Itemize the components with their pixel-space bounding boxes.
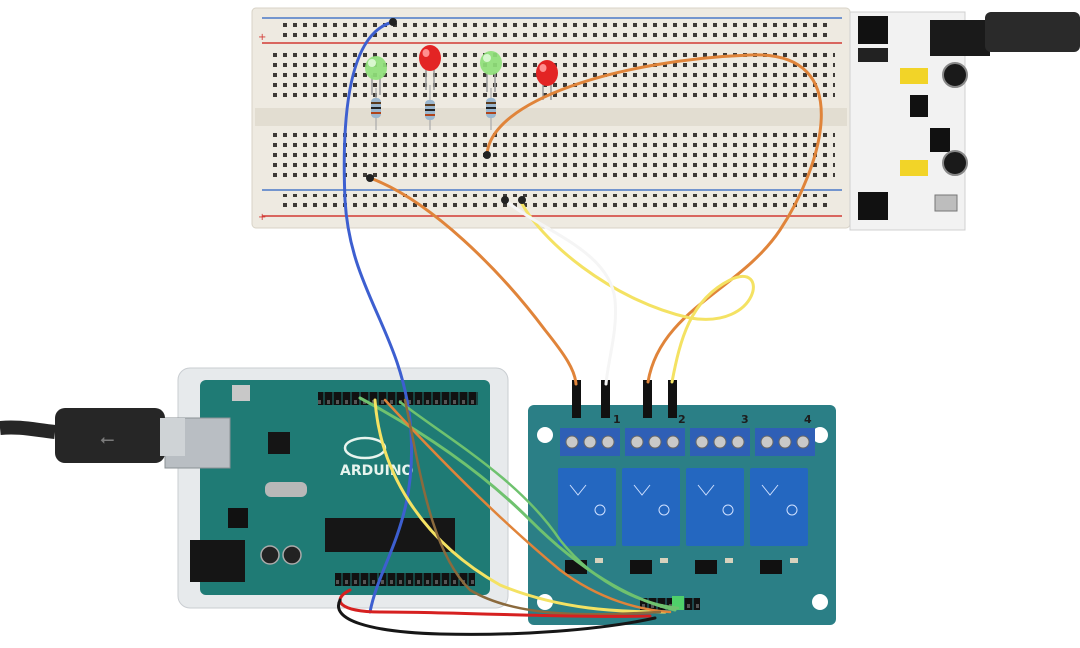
usb-cable: ⭠ [0, 408, 185, 463]
switch-bottom [858, 192, 888, 220]
relay-channel-label-1: 1 [613, 413, 621, 426]
resistor-1 [371, 88, 381, 130]
wire-red [338, 588, 652, 618]
mount-hole-br [812, 594, 828, 610]
usb-plug-housing [55, 408, 165, 463]
jumper-yellow-bottom [900, 160, 928, 176]
wire-yellow-2 [373, 398, 667, 614]
terminal-holes-lower [270, 132, 835, 182]
relay-channel-label-4: 4 [804, 413, 812, 426]
mount-hole-tl [537, 427, 553, 443]
relay-channel-label-3: 3 [741, 413, 749, 426]
regulator-bottom [930, 128, 950, 152]
wire-yellow [518, 198, 755, 384]
arduino-logo-text: ARDUINO [340, 463, 414, 479]
usb-chip [268, 432, 290, 454]
resistor-2 [425, 85, 435, 130]
switch-top [858, 16, 888, 44]
wire-orange-3 [383, 398, 672, 614]
relay-pcb [528, 405, 836, 625]
relay-body-1 [558, 468, 616, 546]
rail-holes-bottom [280, 194, 830, 203]
wire-orange-2 [485, 53, 823, 384]
rail-plus-top: + [258, 32, 266, 43]
dc-barrel-jack [190, 540, 245, 582]
capacitor-b [282, 545, 302, 565]
wire-green-2 [398, 400, 680, 610]
wire-brown [403, 398, 662, 616]
usb-symbol: ⭠ [100, 429, 114, 450]
wire-blue [342, 20, 414, 614]
rail-holes-bottom-2 [280, 203, 830, 212]
led-red-2 [536, 60, 558, 100]
header-top [858, 48, 888, 62]
dupont-connectors [572, 380, 677, 418]
optocouplers [565, 560, 782, 574]
usb-mini-port [934, 194, 958, 212]
crystal [265, 482, 307, 497]
breadboard-wire-pins [366, 18, 526, 204]
center-channel [255, 108, 847, 126]
wire-orange-1 [368, 176, 578, 386]
breadboard-power-module [849, 11, 1080, 231]
mount-hole-tr [812, 427, 828, 443]
relay-body-2 [622, 468, 680, 546]
analog-header [335, 573, 475, 586]
led-resistor-row [365, 45, 558, 130]
relay-body-markings [569, 484, 798, 516]
terminal-screws [565, 435, 810, 449]
relay-body-4 [750, 468, 808, 546]
resistor-3 [486, 88, 496, 130]
jumper-wires [337, 20, 823, 636]
rail-holes-top [280, 22, 830, 31]
capacitor-a [260, 545, 280, 565]
rail-holes-top-2 [280, 31, 830, 40]
voltage-regulator [228, 508, 248, 528]
wire-white [503, 198, 618, 386]
regulator-top [910, 95, 928, 117]
breadboard: + + [251, 7, 851, 229]
led-green-2 [480, 51, 502, 92]
wire-black [337, 598, 657, 636]
led-red-1 [419, 45, 441, 90]
relay-input-header [640, 598, 700, 610]
relay-channel-label-2: 2 [678, 413, 686, 426]
capacitor-top [942, 62, 968, 88]
digital-header [318, 392, 478, 405]
relay-module: 1 2 3 4 [528, 380, 836, 625]
capacitor-bottom [942, 150, 968, 176]
dc-cable [985, 12, 1080, 52]
power-jack-top [930, 20, 990, 56]
led-green-1 [365, 56, 387, 95]
usb-plug-metal [160, 418, 185, 456]
reset-button [232, 385, 250, 401]
relay-body-3 [686, 468, 744, 546]
smd-components [595, 558, 798, 563]
rail-plus-bottom: + [258, 212, 266, 223]
jumper-yellow-top [900, 68, 928, 84]
